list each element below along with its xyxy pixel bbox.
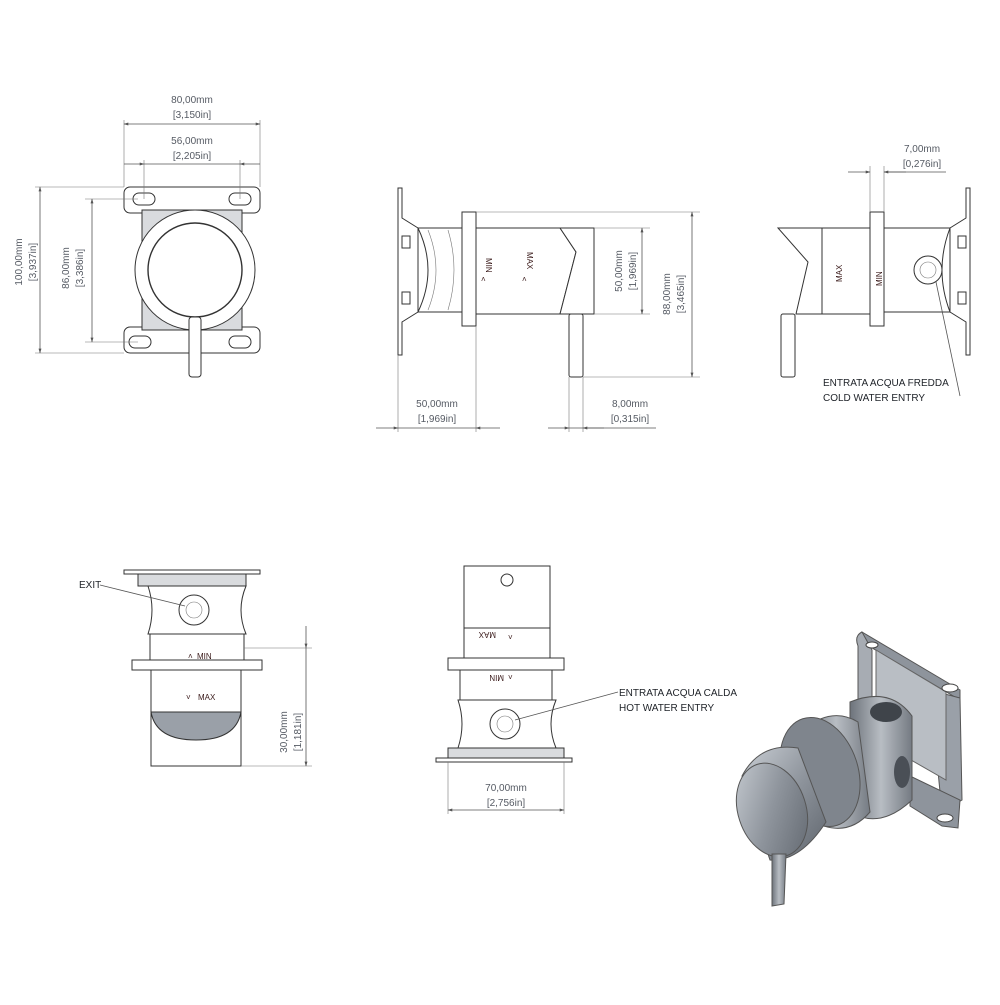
- leader-line: [514, 691, 619, 721]
- svg-text:˅: ˅: [508, 633, 513, 642]
- max-label: MAX: [835, 264, 844, 282]
- side-bracket-tab: [401, 235, 411, 249]
- front-slot-hole: [228, 335, 252, 349]
- render-handle-face: [735, 762, 809, 858]
- top-handle-body: [463, 627, 551, 659]
- bottom-flange: [131, 659, 263, 671]
- dim-hole-height-mm: 86,00mm: [61, 247, 72, 289]
- top-flange: [447, 657, 565, 671]
- exit-port: [178, 594, 210, 626]
- dim-lever-mm: 8,00mm: [612, 399, 648, 410]
- side-view-right: MAX MIN 7,00mm [0,276in] ENTRATA ACQUA F…: [776, 144, 971, 404]
- side-lever: [568, 313, 584, 378]
- side-valve-body: [417, 227, 463, 313]
- dim-side-depth-in: [1,969in]: [418, 414, 457, 425]
- top-plate: [435, 757, 573, 763]
- leader-line: [935, 281, 961, 397]
- cold-entry-label-en: COLD WATER ENTRY: [823, 393, 925, 404]
- right-handle-cap: [776, 227, 823, 315]
- top-view: MAX ˅ MIN ˅ ENTRATA ACQUA CALDA HOT WATE…: [435, 565, 737, 814]
- svg-text:˄: ˄: [522, 275, 527, 284]
- dim-lever-in: [0,315in]: [611, 414, 650, 425]
- dim-hole-spacing-mm: 56,00mm: [171, 136, 213, 147]
- right-flange: [869, 211, 885, 327]
- hot-entry-label-en: HOT WATER ENTRY: [619, 703, 715, 714]
- dim-hole-height-in: [3,386in]: [75, 249, 86, 288]
- render-3d: [735, 631, 963, 907]
- dim-total-height-mm: 88,00mm: [662, 273, 673, 315]
- min-label: MIN: [484, 258, 493, 273]
- dim-top-width-in: [2,756in]: [487, 798, 526, 809]
- leader-line: [99, 584, 186, 607]
- min-label: MIN: [489, 673, 504, 682]
- right-handle-body: [821, 227, 871, 315]
- cold-entry-label-it: ENTRATA ACQUA FREDDA: [823, 378, 949, 389]
- side-bracket: [397, 187, 419, 356]
- dim-top-width-mm: 70,00mm: [485, 783, 527, 794]
- min-label: MIN: [875, 271, 884, 286]
- dim-front-width-mm: 80,00mm: [171, 95, 213, 106]
- hot-entry-label-it: ENTRATA ACQUA CALDA: [619, 688, 737, 699]
- side-flange: [461, 211, 477, 327]
- dim-hole-spacing-in: [2,205in]: [173, 151, 212, 162]
- hot-water-port: [489, 708, 521, 740]
- max-label: MAX: [478, 630, 496, 639]
- max-label: MAX: [525, 252, 534, 270]
- dim-bottom-depth-mm: 30,00mm: [279, 711, 290, 753]
- dim-offset-in: [0,276in]: [903, 159, 942, 170]
- svg-text:˅: ˅: [508, 673, 513, 682]
- svg-text:˅: ˅: [186, 693, 191, 702]
- dim-total-height-in: [3,465in]: [676, 275, 687, 314]
- dim-bottom-depth-in: [1,181in]: [293, 713, 304, 752]
- dim-front-height-mm: 100,00mm: [14, 238, 25, 285]
- max-label: MAX: [198, 693, 216, 702]
- side-view-left: MIN ˄ MAX ˄ 50,00mm [1,969in] 8,00mm [0,…: [376, 187, 700, 432]
- bottom-plate: [123, 569, 261, 575]
- exit-label: EXIT: [79, 580, 101, 591]
- front-view: 80,00mm [3,150in] 56,00mm [2,205in] 100,…: [14, 95, 261, 378]
- side-bracket-tab: [401, 291, 411, 305]
- front-lever: [188, 316, 202, 378]
- front-handle-inner: [147, 222, 243, 318]
- svg-text:˄: ˄: [481, 275, 486, 284]
- dim-body-dia-mm: 50,00mm: [614, 250, 625, 292]
- right-lever: [780, 313, 796, 378]
- dim-body-dia-in: [1,969in]: [628, 252, 639, 291]
- dim-front-height-in: [3,937in]: [28, 243, 39, 282]
- bottom-view: ˄ MIN ˅ MAX EXIT 30,00mm [1,181in]: [79, 569, 312, 767]
- right-bracket: [949, 187, 971, 356]
- cold-water-port: [913, 255, 943, 285]
- dim-side-depth-mm: 50,00mm: [416, 399, 458, 410]
- dim-offset-mm: 7,00mm: [904, 144, 940, 155]
- render-lever: [771, 853, 787, 907]
- min-label: MIN: [197, 652, 212, 661]
- svg-text:˄: ˄: [188, 652, 193, 661]
- dim-front-width-in: [3,150in]: [173, 110, 212, 121]
